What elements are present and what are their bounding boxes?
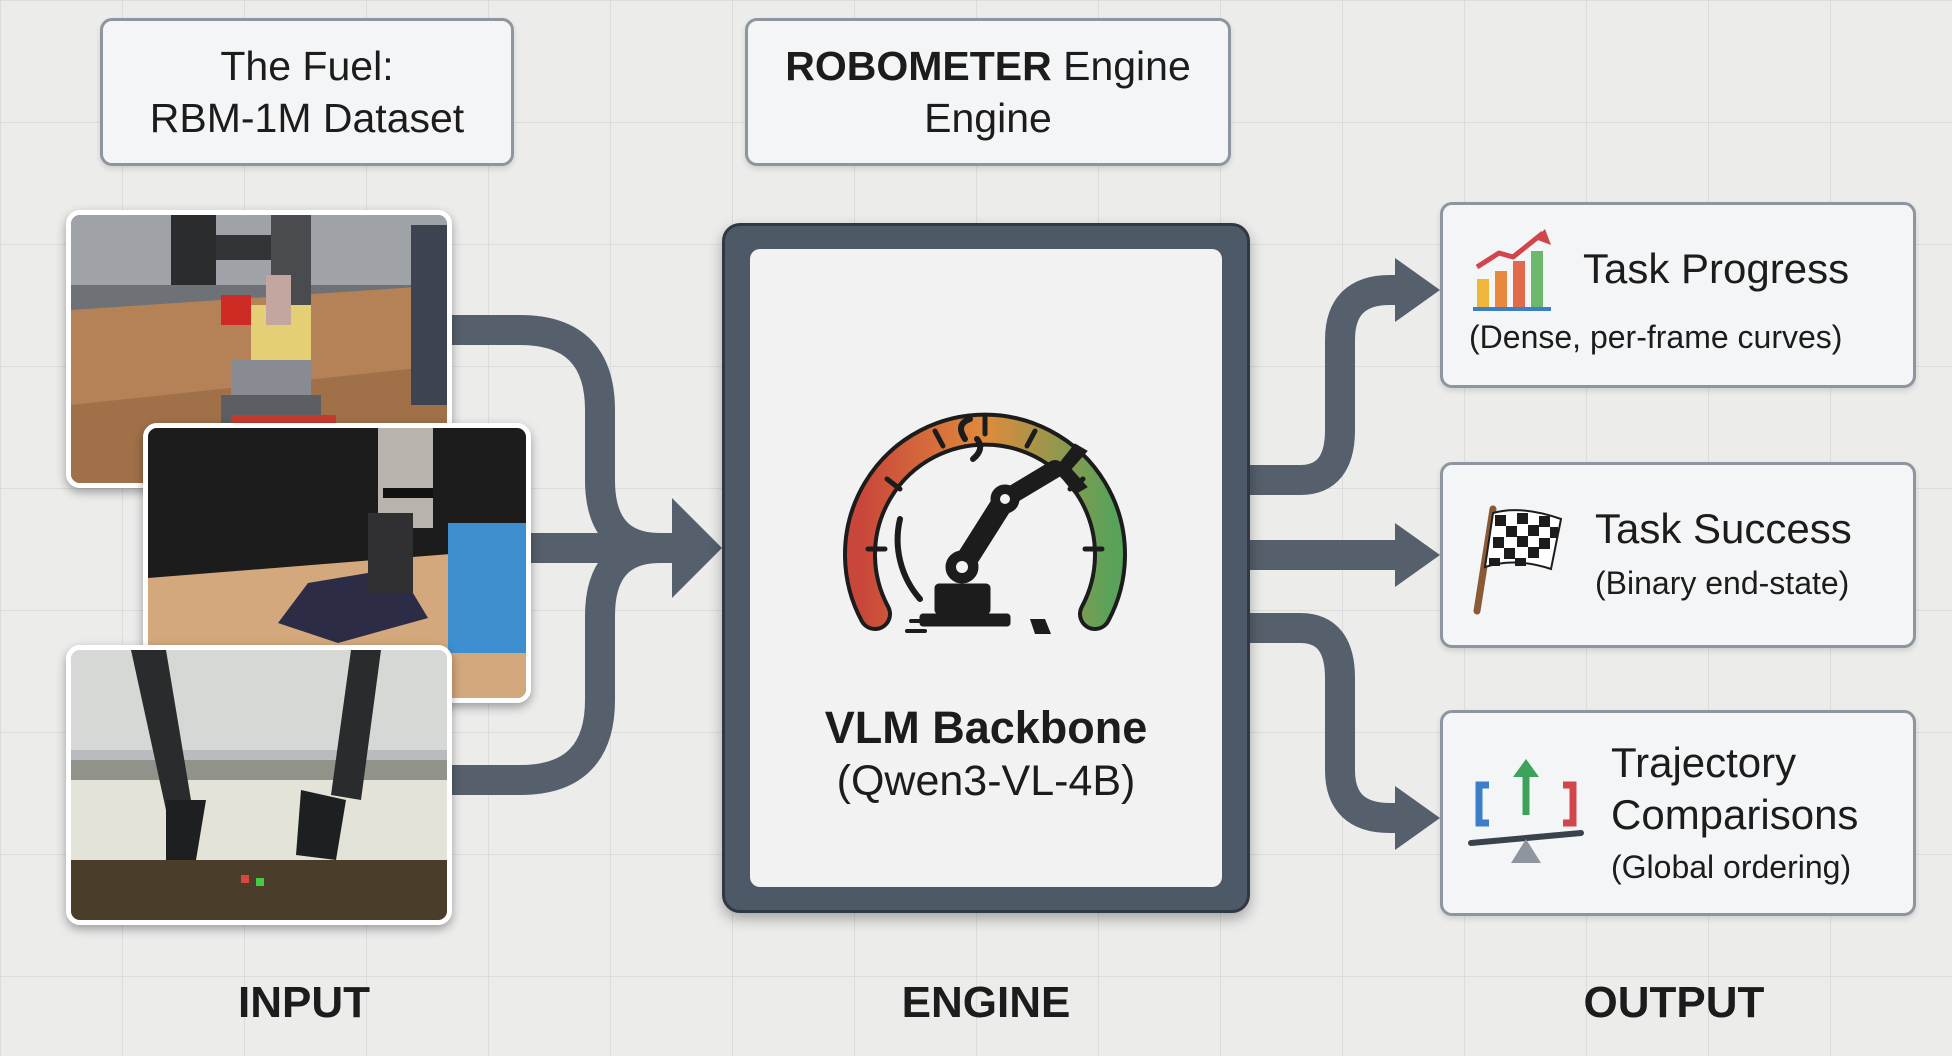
trajectory-title-line1: Trajectory <box>1611 739 1797 786</box>
checkered-flag-icon <box>1473 505 1563 615</box>
engine-header-box: ROBOMETER Engine Engine <box>745 18 1231 166</box>
input-arrow-bottom <box>445 533 690 795</box>
input-arrowhead <box>672 498 722 598</box>
engine-header-line2: Engine <box>924 95 1052 141</box>
output-arrowhead-top <box>1395 258 1440 322</box>
engine-header-bold: ROBOMETER <box>785 43 1052 89</box>
balance-scale-icon <box>1468 759 1584 863</box>
engine-block: VLM Backbone (Qwen3-VL-4B) <box>722 223 1250 913</box>
output-task-progress: Task Progress (Dense, per-frame curves) <box>1440 202 1916 388</box>
output-column-label: OUTPUT <box>1583 978 1765 1027</box>
output-task-success: Task Success (Binary end-state) <box>1440 462 1916 648</box>
output-trajectory-comparisons: Trajectory Comparisons (Global ordering) <box>1440 710 1916 916</box>
input-column-label: INPUT <box>238 978 370 1027</box>
engine-subtitle: (Qwen3-VL-4B) <box>836 757 1136 805</box>
output-arrow-top <box>1250 275 1405 495</box>
output-arrow-bottom <box>1250 613 1405 833</box>
trajectory-subtitle: (Global ordering) <box>1611 849 1852 885</box>
output-arrowhead-bottom <box>1395 786 1440 850</box>
engine-header-line1: ROBOMETER Engine <box>785 40 1191 92</box>
input-header-line2: RBM-1M Dataset <box>149 95 465 141</box>
trajectory-title-line2: Comparisons <box>1611 791 1859 838</box>
task-success-subtitle: (Binary end-state) <box>1595 565 1850 601</box>
engine-title: VLM Backbone <box>824 702 1148 753</box>
task-success-title: Task Success <box>1595 505 1852 552</box>
input-header-line1: The Fuel: <box>220 43 394 89</box>
robot-scene-photo-3 <box>66 645 452 925</box>
output-arrowhead-middle <box>1395 523 1440 587</box>
engine-header-line1-rest: Engine <box>1051 43 1191 89</box>
engine-column-label: ENGINE <box>901 978 1071 1027</box>
input-header-box: The Fuel: RBM-1M Dataset <box>100 18 514 166</box>
bar-chart-trend-icon <box>1473 229 1551 311</box>
robot-arm-gauge-icon <box>843 412 1127 634</box>
engine-panel: VLM Backbone (Qwen3-VL-4B) <box>750 249 1222 887</box>
task-progress-title: Task Progress <box>1583 245 1850 292</box>
task-progress-subtitle: (Dense, per-frame curves) <box>1469 319 1843 355</box>
